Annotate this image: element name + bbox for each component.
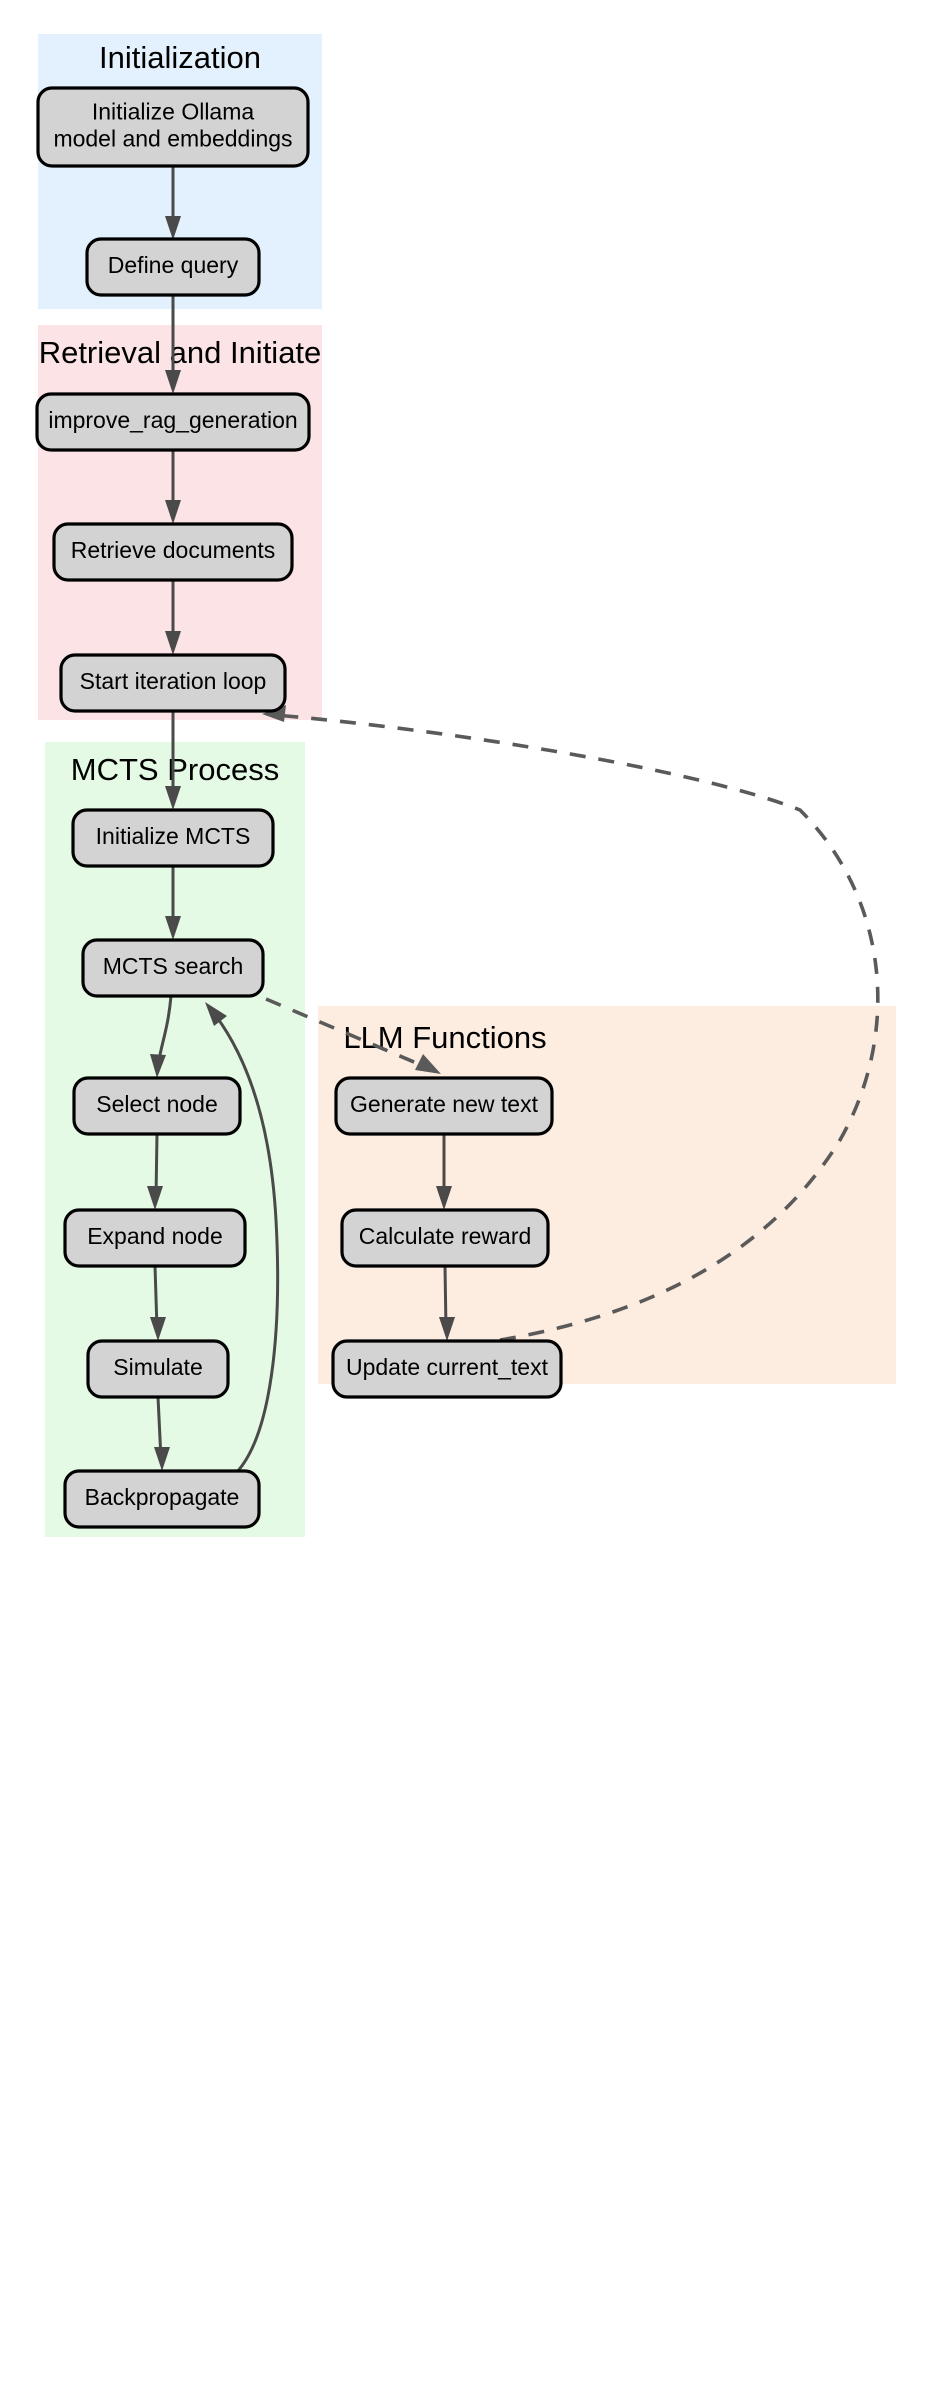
edge-retrieve-documents-to-start-iteration-loop	[165, 580, 181, 655]
edge-mcts-search-to-select-node	[150, 995, 173, 1078]
edge-backpropagate-to-mcts-search	[205, 1002, 280, 1478]
cluster-title-llm: LLM Functions	[343, 1020, 546, 1055]
node-backpropagate[interactable]: Backpropagate	[63, 1469, 261, 1529]
node-shape-simulate[interactable]	[86, 1339, 230, 1399]
node-label-retrieve_docs: Retrieve documents	[71, 537, 276, 563]
node-label-improve_rag: improve_rag_generation	[48, 407, 297, 433]
edge-simulate-to-backpropagate	[154, 1396, 170, 1471]
edge-calculate-reward-to-update-current-text	[439, 1265, 455, 1341]
cluster-title-mcts: MCTS Process	[71, 752, 279, 787]
node-generate_text[interactable]: Generate new text	[334, 1076, 554, 1136]
node-retrieve_docs[interactable]: Retrieve documents	[52, 522, 294, 582]
cluster-llm: LLM Functions	[318, 1006, 896, 1384]
edge-expand-node-to-simulate	[150, 1265, 166, 1341]
node-shape-backpropagate[interactable]	[63, 1469, 261, 1529]
node-label-select_node: Select node	[96, 1091, 217, 1117]
cluster-background-llm	[318, 1006, 896, 1384]
node-label-backpropagate: Backpropagate	[85, 1484, 240, 1510]
node-label-update_text: Update current_text	[346, 1354, 549, 1380]
node-shape-generate_text[interactable]	[334, 1076, 554, 1136]
node-label-generate_text: Generate new text	[350, 1091, 539, 1117]
edge-initialize-to-define-query	[165, 166, 181, 240]
cluster-mcts: MCTS Process	[45, 742, 305, 1537]
edge-initialize-mcts-to-mcts-search	[165, 866, 181, 940]
edge-select-node-to-expand-node	[147, 1133, 163, 1210]
node-shape-expand_node[interactable]	[63, 1208, 247, 1268]
cluster-background-mcts	[45, 742, 305, 1537]
node-label-calculate_reward: Calculate reward	[359, 1223, 532, 1249]
node-calculate_reward[interactable]: Calculate reward	[340, 1208, 550, 1268]
node-update_text[interactable]: Update current_text	[331, 1339, 563, 1399]
node-shape-update_text[interactable]	[331, 1339, 563, 1399]
node-shape-init_mcts[interactable]	[71, 808, 275, 868]
node-simulate[interactable]: Simulate	[86, 1339, 230, 1399]
node-label-expand_node: Expand node	[87, 1223, 223, 1249]
edge-define-query-to-improve-rag	[165, 295, 181, 394]
edge-mcts-search-to-generate-new-text	[265, 997, 441, 1074]
node-label-start_loop: Start iteration loop	[80, 668, 267, 694]
node-shape-select_node[interactable]	[72, 1076, 242, 1136]
node-shape-calculate_reward[interactable]	[340, 1208, 550, 1268]
edge-generate-new-text-to-calculate-reward	[436, 1134, 452, 1210]
cluster-title-retrieval: Retrieval and Initiate	[39, 335, 322, 370]
node-select_node[interactable]: Select node	[72, 1076, 242, 1136]
node-label-define_query: Define query	[108, 252, 239, 278]
node-expand_node[interactable]: Expand node	[63, 1208, 247, 1268]
node-define_query[interactable]: Define query	[85, 237, 261, 297]
edge-start-iteration-loop-to-initialize-mcts	[165, 711, 181, 810]
node-shape-start_loop[interactable]	[59, 653, 287, 713]
node-shape-retrieve_docs[interactable]	[52, 522, 294, 582]
cluster-title-initialization: Initialization	[99, 40, 261, 75]
node-label-init_ollama: model and embeddings	[53, 126, 292, 152]
node-label-simulate: Simulate	[113, 1354, 202, 1380]
node-shape-mcts_search[interactable]	[81, 938, 265, 998]
node-shape-init_ollama[interactable]	[36, 86, 310, 168]
node-shape-define_query[interactable]	[85, 237, 261, 297]
node-improve_rag[interactable]: improve_rag_generation	[35, 392, 311, 452]
node-label-init_mcts: Initialize MCTS	[96, 823, 251, 849]
node-shape-improve_rag[interactable]	[35, 392, 311, 452]
node-label-init_ollama: Initialize Ollama	[92, 99, 255, 125]
node-init_mcts[interactable]: Initialize MCTS	[71, 808, 275, 868]
edge-improve-rag-to-retrieve-documents	[165, 450, 181, 524]
node-label-mcts_search: MCTS search	[103, 953, 244, 979]
node-mcts_search[interactable]: MCTS search	[81, 938, 265, 998]
node-start_loop[interactable]: Start iteration loop	[59, 653, 287, 713]
edges-layer	[147, 166, 880, 1478]
